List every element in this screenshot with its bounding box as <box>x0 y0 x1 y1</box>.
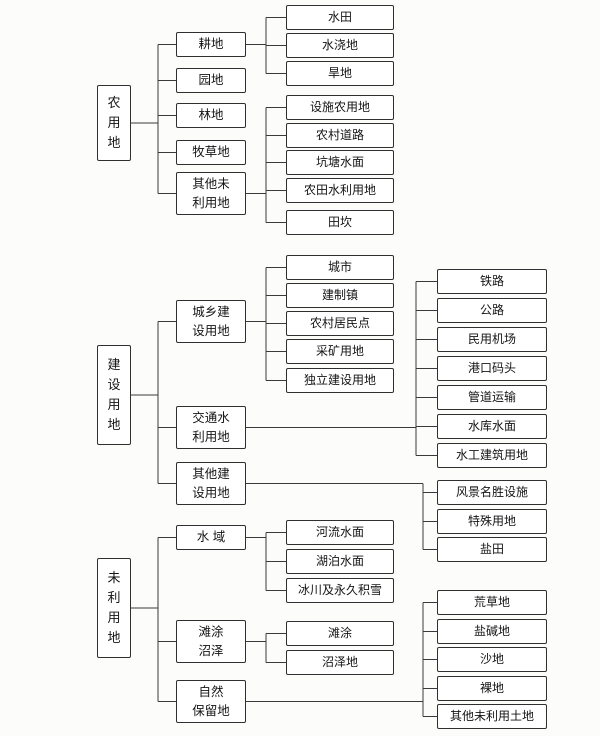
node-rural-settlement: 农村居民点 <box>286 311 394 336</box>
connectors-agricultural-land <box>131 44 176 194</box>
node-reservoir-water: 水库水面 <box>437 414 547 439</box>
node-other-agri-land: 其他未 利用地 <box>176 172 246 215</box>
connectors-water-area <box>246 532 286 591</box>
connectors-unused-land <box>131 537 176 702</box>
node-dry-land: 旱地 <box>286 61 394 86</box>
node-sandy-land: 沙地 <box>437 647 547 672</box>
node-natural-reserve-land: 自然 保留地 <box>176 680 246 723</box>
connectors-other-agri-land <box>246 107 286 223</box>
node-construction-land: 建 设 用 地 <box>97 345 131 445</box>
node-urban-rural-construction-land: 城乡建 设用地 <box>176 300 246 343</box>
node-paddy-field: 水田 <box>286 5 394 30</box>
node-city: 城市 <box>286 255 394 280</box>
node-lake-water: 湖泊水面 <box>286 549 394 574</box>
node-pipeline-transport: 管道运输 <box>437 385 547 410</box>
node-pasture-land: 牧草地 <box>176 140 246 165</box>
connectors-tidal-flat-marsh <box>246 633 286 663</box>
node-railway: 铁路 <box>437 269 547 294</box>
node-waste-grassland: 荒草地 <box>437 590 547 615</box>
node-river-water: 河流水面 <box>286 520 394 545</box>
node-glacier-snow: 冰川及永久积雪 <box>286 578 394 603</box>
connectors-urban-rural-construction <box>246 267 286 381</box>
node-other-unused-land: 其他未利用土地 <box>437 704 547 729</box>
node-forest-land: 林地 <box>176 103 246 128</box>
node-unused-land: 未 利 用 地 <box>97 558 131 658</box>
node-marsh-land: 沼泽地 <box>286 650 394 675</box>
node-agricultural-land: 农 用 地 <box>97 85 131 161</box>
connectors-construction-land <box>131 321 176 484</box>
node-facility-agri-land: 设施农用地 <box>286 95 394 120</box>
node-mining-land: 采矿用地 <box>286 339 394 364</box>
node-special-land: 特殊用地 <box>437 509 547 534</box>
node-rural-road: 农村道路 <box>286 123 394 148</box>
node-tidal-flat-marsh: 滩涂 沼泽 <box>176 620 246 663</box>
node-irrigated-land: 水浇地 <box>286 33 394 58</box>
node-highway: 公路 <box>437 298 547 323</box>
node-civil-airport: 民用机场 <box>437 327 547 352</box>
node-field-ridge: 田坎 <box>286 210 394 235</box>
node-scenic-facility: 风景名胜设施 <box>437 480 547 505</box>
node-tidal-flat: 滩涂 <box>286 621 394 646</box>
node-independent-construction-land: 独立建设用地 <box>286 368 394 393</box>
node-pond-water: 坑塘水面 <box>286 150 394 175</box>
node-other-construction-land: 其他建 设用地 <box>176 462 246 505</box>
node-garden-land: 园地 <box>176 68 246 93</box>
connectors-cultivated-land <box>246 17 286 74</box>
node-town: 建制镇 <box>286 283 394 308</box>
node-cultivated-land: 耕地 <box>176 32 246 57</box>
node-water-area: 水 域 <box>176 525 246 550</box>
node-port-wharf: 港口码头 <box>437 356 547 381</box>
node-bare-land: 裸地 <box>437 676 547 701</box>
node-farmland-irrigation-land: 农田水利用地 <box>286 178 394 203</box>
node-saline-alkali-land: 盐碱地 <box>437 619 547 644</box>
node-salt-field: 盐田 <box>437 537 547 562</box>
node-hydraulic-construction-land: 水工建筑用地 <box>437 443 547 468</box>
node-transport-water-land: 交通水 利用地 <box>176 406 246 449</box>
